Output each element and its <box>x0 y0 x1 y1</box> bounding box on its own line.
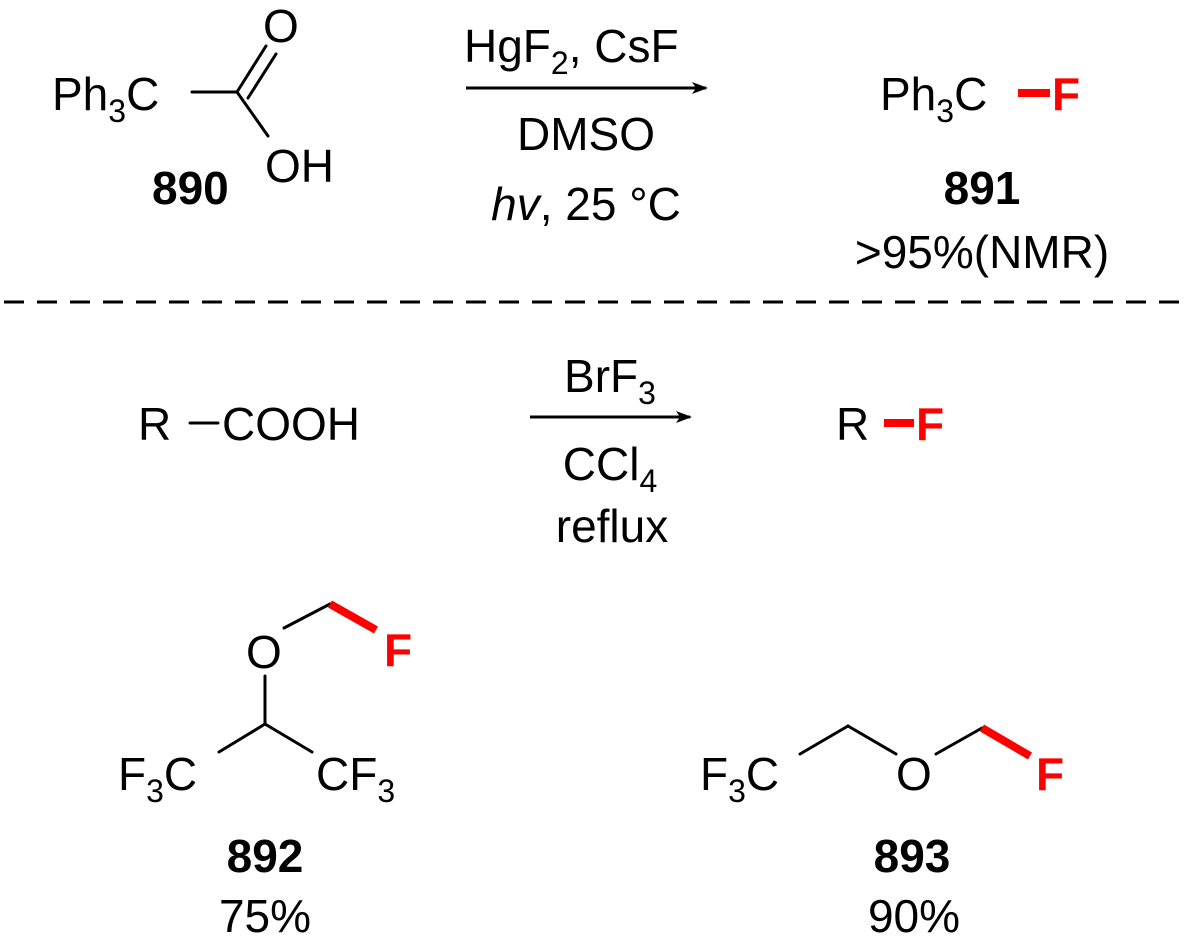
product-ph3c: Ph3C <box>880 68 987 129</box>
reagent-hgf2-csf: HgF2, CsF <box>464 20 679 81</box>
ether-oxygen-893: O <box>896 748 932 800</box>
compound-890: Ph3C O OH 890 <box>52 0 334 214</box>
bond-o-ch2 <box>282 602 332 630</box>
hydroxyl-group: OH <box>265 140 334 192</box>
conditions-hv-temp: hv, 25 °C <box>491 178 681 230</box>
bond-cf3-ch2 <box>798 724 850 756</box>
compound-891: Ph3C F 891 >95%(NMR) <box>855 68 1109 278</box>
cf3-group-893: F3C <box>700 748 779 809</box>
bond-c-oh <box>235 90 270 138</box>
compound-893: F3C O F 893 90% <box>700 724 1064 938</box>
reagent-brf3: BrF3 <box>564 350 656 411</box>
bond-ch-cf3-right <box>263 722 314 754</box>
bond-c-o-double-2 <box>246 52 278 100</box>
yield-893: 90% <box>868 890 960 938</box>
sm-cooh: COOH <box>222 398 360 450</box>
yield-891: >95%(NMR) <box>855 226 1109 278</box>
bond-ch2-f-highlight-892 <box>328 600 378 634</box>
generic-fluoride: R F <box>836 398 944 450</box>
carbonyl-oxygen: O <box>263 0 299 52</box>
compound-892: O F F3C CF3 892 75% <box>118 600 412 938</box>
bond-ch2-f-highlight-893 <box>979 724 1033 760</box>
product-r: R <box>836 398 869 450</box>
reaction-arrow-1: HgF2, CsF DMSO hv, 25 °C <box>464 20 708 230</box>
fluorine-892: F <box>384 624 412 676</box>
bond-o-ch2-893 <box>934 726 984 756</box>
compound-label-893: 893 <box>874 830 951 882</box>
bond-ch2-o <box>846 724 898 756</box>
compound-label-892: 892 <box>227 830 304 882</box>
sm-ph-text: Ph3C <box>52 68 159 129</box>
sm-r: R <box>138 398 171 450</box>
compound-label-891: 891 <box>944 162 1021 214</box>
solvent-dmso: DMSO <box>517 108 655 160</box>
compound-label-890: 890 <box>152 162 229 214</box>
bond-c-o-double-1 <box>235 44 268 94</box>
condition-reflux: reflux <box>556 500 668 552</box>
product-fluorine: F <box>1052 68 1080 120</box>
generic-acid: R COOH <box>138 398 360 450</box>
fluorine-893: F <box>1036 748 1064 800</box>
product-f-generic: F <box>916 398 944 450</box>
bond-ch-cf3-left <box>217 722 267 754</box>
solvent-ccl4: CCl4 <box>563 438 657 499</box>
reaction-arrow-2: BrF3 CCl4 reflux <box>530 350 692 552</box>
ether-oxygen-892: O <box>246 626 282 678</box>
cf3-left: F3C <box>118 748 197 809</box>
cf3-right: CF3 <box>316 748 395 809</box>
yield-892: 75% <box>219 890 311 938</box>
